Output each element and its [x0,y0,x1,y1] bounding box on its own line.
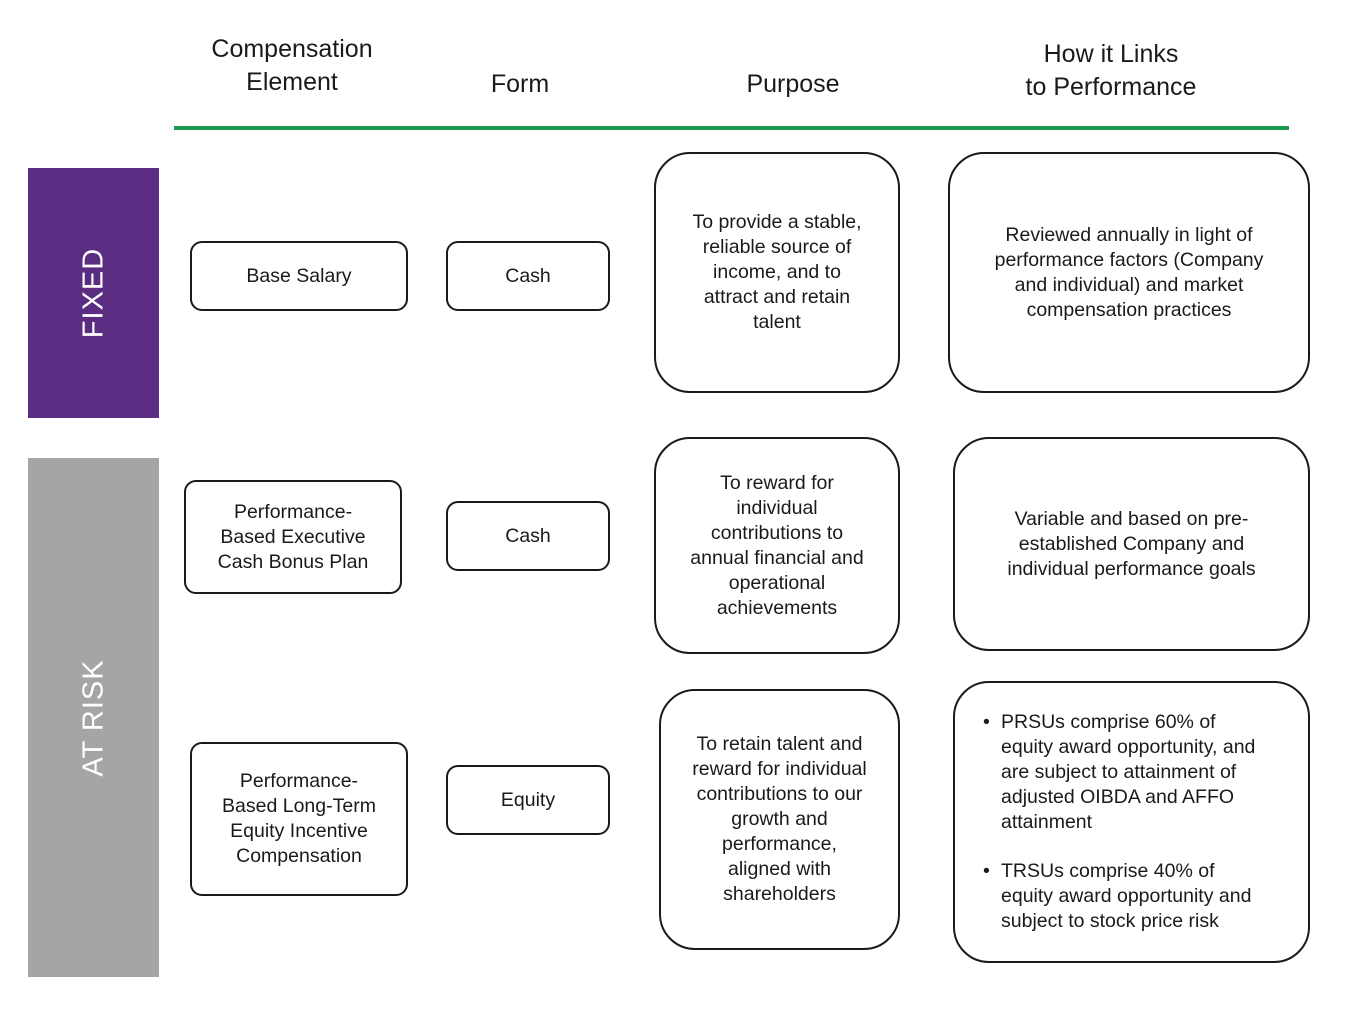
form-equity-text: Equity [500,788,556,811]
fixed-band: FIXED [28,168,159,418]
element-cash-bonus-plan: Performance- Based Executive Cash Bonus … [184,480,402,594]
element-base-salary: Base Salary [190,241,408,311]
purpose-base-salary-text: To provide a stable, reliable source of … [692,211,862,333]
form-cash-base-text: Cash [505,264,551,287]
links-base-salary-text: Reviewed annually in light of performanc… [994,223,1264,321]
header-compensation-element: Compensation Element [211,35,373,96]
form-cash-bonus: Cash [446,501,610,571]
element-long-term-equity: Performance- Based Long-Term Equity Ince… [190,742,408,896]
links-equity-bullet-prsu: PRSUs comprise 60% of equity award oppor… [983,710,1255,835]
purpose-base-salary: To provide a stable, reliable source of … [654,152,900,393]
purpose-long-term-equity-text: To retain talent and reward for individu… [692,733,867,905]
form-cash-bonus-text: Cash [505,524,551,547]
purpose-long-term-equity: To retain talent and reward for individu… [659,689,900,950]
links-equity-bullet-trsu: TRSUs comprise 40% of equity award oppor… [983,859,1255,934]
header-form: Form [490,70,550,98]
purpose-cash-bonus: To reward for individual contributions t… [654,437,900,654]
header-purpose: Purpose [746,70,840,98]
fixed-band-label: FIXED [77,247,109,339]
links-equity-bullet-list: PRSUs comprise 60% of equity award oppor… [983,710,1255,934]
element-long-term-equity-text: Performance- Based Long-Term Equity Ince… [222,770,376,867]
form-cash-base: Cash [446,241,610,311]
at-risk-band: AT RISK [28,458,159,977]
header-divider [174,126,1289,130]
element-cash-bonus-plan-text: Performance- Based Executive Cash Bonus … [217,500,369,573]
at-risk-band-label: AT RISK [77,658,109,777]
form-equity: Equity [446,765,610,835]
links-cash-bonus-text: Variable and based on pre- established C… [1007,507,1256,580]
links-cash-bonus: Variable and based on pre- established C… [953,437,1310,651]
links-base-salary: Reviewed annually in light of performanc… [948,152,1310,393]
links-long-term-equity: PRSUs comprise 60% of equity award oppor… [953,681,1310,963]
element-base-salary-text: Base Salary [246,264,352,287]
purpose-cash-bonus-text: To reward for individual contributions t… [690,471,864,619]
header-how-it-links: How it Links to Performance [1025,40,1197,101]
